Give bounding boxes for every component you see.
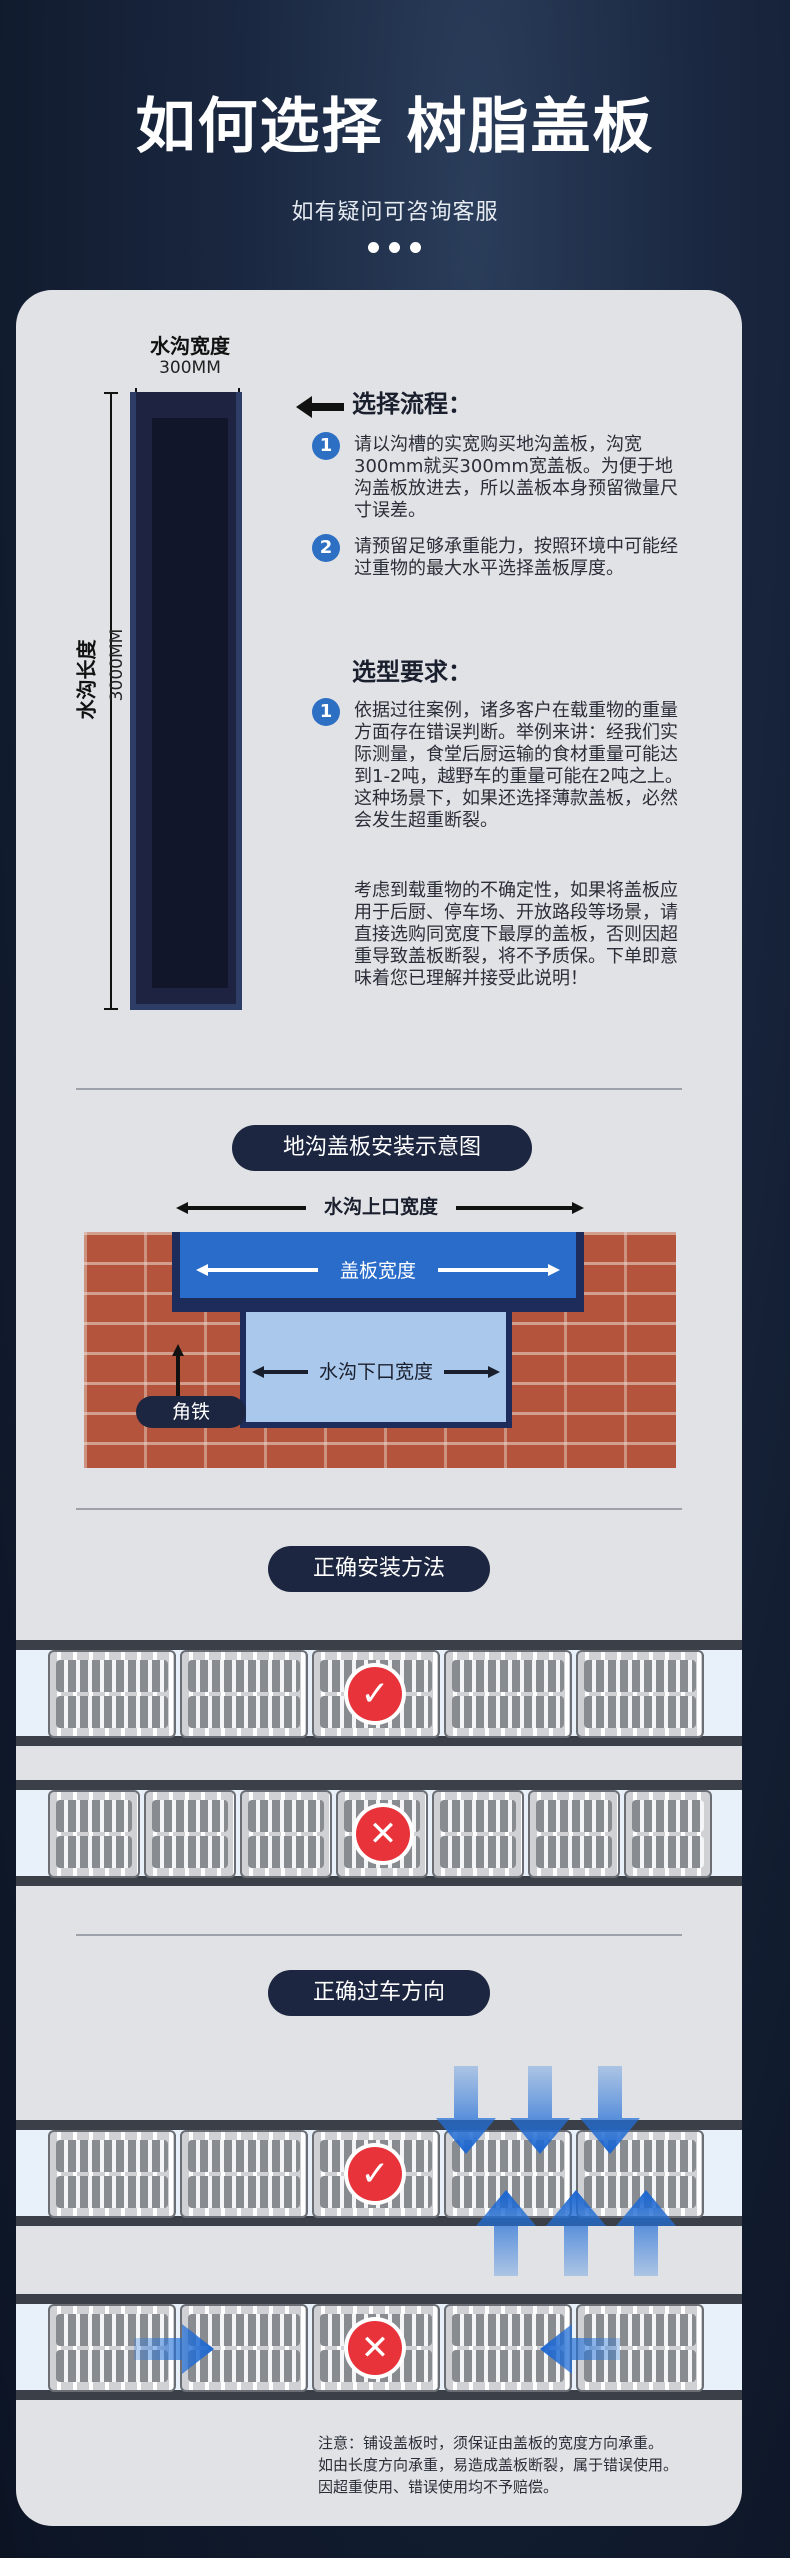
grate-panel <box>144 1790 236 1878</box>
process-text-2: 请预留足够承重能力，按照环境中可能经过重物的最大水平选择盖板厚度。 <box>354 536 678 579</box>
rail <box>16 2120 742 2130</box>
requirements-text-2: 考虑到载重物的不确定性，如果将盖板应用于后厨、停车场、开放路段等场景，请直接选购… <box>354 880 678 989</box>
arrow-up-icon <box>476 2190 536 2276</box>
bottom-width-label: 水沟下口宽度 <box>308 1357 444 1384</box>
requirements-heading: 选型要求： <box>352 658 472 686</box>
angle-iron-arrow <box>172 1344 184 1400</box>
rail <box>16 2216 742 2226</box>
cross-icon: ✕ <box>348 2321 402 2375</box>
install-diagram-pill: 地沟盖板安装示意图 <box>232 1125 532 1171</box>
grate-panel <box>48 2130 176 2218</box>
length-line <box>110 392 112 1010</box>
grate-panel <box>444 1650 572 1738</box>
page-title: 如何选择 树脂盖板 <box>135 92 655 162</box>
note-line-2: 如由长度方向承重，易造成盖板断裂，属于错误使用。 <box>318 2456 679 2474</box>
grate-panel <box>180 1650 308 1738</box>
process-num-2: 2 <box>312 534 340 562</box>
grate-panel <box>48 2304 176 2392</box>
arrow-down-icon <box>580 2066 640 2154</box>
grate-panel <box>240 1790 332 1878</box>
arrow-up-icon <box>616 2190 676 2276</box>
grate-panel <box>576 1650 704 1738</box>
trench-inner <box>152 418 228 988</box>
width-value: 300MM <box>159 358 221 378</box>
grate-panel <box>624 1790 712 1878</box>
requirements-text-1: 依据过往案例，诸多客户在载重物的重量方面存在错误判断。举例来讲：经我们实际测量，… <box>354 700 683 831</box>
length-label: 水沟长度 <box>74 639 99 720</box>
install-method-pill: 正确安装方法 <box>268 1546 490 1592</box>
note-line-3: 因超重使用、错误使用均不予赔偿。 <box>318 2478 559 2496</box>
arrow-down-icon <box>510 2066 570 2154</box>
top-width-label: 水沟上口宽度 <box>306 1192 456 1219</box>
check-icon: ✓ <box>348 1667 402 1721</box>
grate-panel <box>48 1650 176 1738</box>
check-icon: ✓ <box>348 2147 402 2201</box>
arrow-left-icon <box>540 2324 620 2374</box>
arrow-left-icon <box>296 396 344 418</box>
process-num-1: 1 <box>312 432 340 460</box>
grate-panel <box>528 1790 620 1878</box>
cover-width-label: 盖板宽度 <box>318 1256 438 1283</box>
length-tick-bottom <box>104 1008 118 1010</box>
angle-iron-label: 角铁 <box>136 1396 246 1428</box>
grate-panel <box>180 2130 308 2218</box>
rail <box>16 2390 742 2400</box>
grate-panel <box>432 1790 524 1878</box>
length-tick-top <box>104 392 118 394</box>
cross-icon: ✕ <box>356 1807 410 1861</box>
rail <box>16 1780 742 1790</box>
arrow-right-icon <box>134 2324 214 2374</box>
note-line-1: 注意：铺设盖板时，须保证由盖板的宽度方向承重。 <box>318 2434 664 2452</box>
car-direction-pill: 正确过车方向 <box>268 1970 490 2016</box>
arrow-up-icon <box>546 2190 606 2276</box>
process-heading: 选择流程： <box>352 390 472 418</box>
arrow-down-icon <box>436 2066 496 2154</box>
decorative-dots <box>363 238 427 253</box>
grate-panel <box>180 2304 308 2392</box>
length-value: 3000MM <box>107 628 127 702</box>
process-text-1: 请以沟槽的实宽购买地沟盖板，沟宽300mm就买300mm宽盖板。为便于地沟盖板放… <box>354 434 678 521</box>
page-subtitle: 如有疑问可咨询客服 <box>291 200 499 225</box>
grate-panel <box>48 1790 140 1878</box>
divider-1 <box>76 1088 682 1090</box>
divider-2 <box>76 1508 682 1510</box>
width-label: 水沟宽度 <box>150 334 230 358</box>
requirements-num: 1 <box>312 698 340 726</box>
rail <box>16 2294 742 2304</box>
divider-3 <box>76 1934 682 1936</box>
rail <box>16 1736 742 1746</box>
rail <box>16 1876 742 1886</box>
rail <box>16 1640 742 1650</box>
